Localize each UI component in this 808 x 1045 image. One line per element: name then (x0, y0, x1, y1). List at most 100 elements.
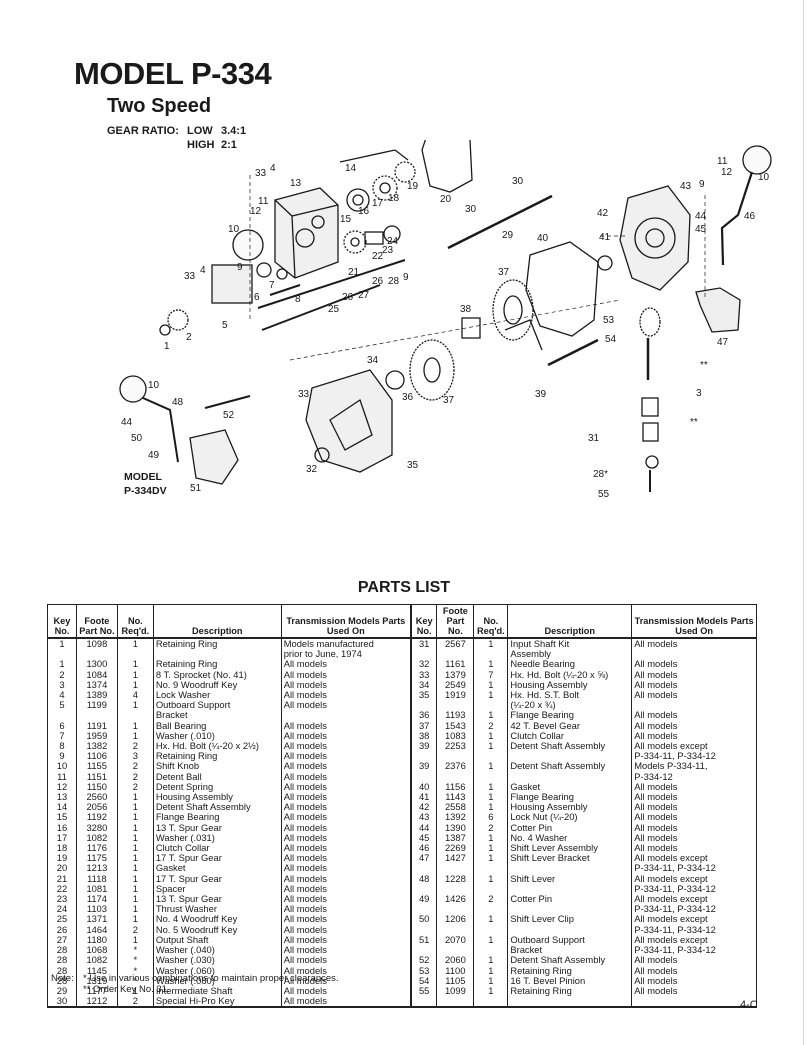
description-cell: Housing Assembly (507, 679, 633, 691)
gear-ratio-block: GEAR RATIO: LOW 3.4:1 HIGH 2:1 (107, 124, 246, 152)
key-cell: 2 (47, 669, 77, 680)
description-cell: Spacer (152, 883, 282, 895)
callout: 11 (717, 156, 728, 167)
inset-p334dv-drawing (119, 375, 251, 485)
key-cell: 17 (47, 832, 77, 844)
models-cell: All models (280, 802, 412, 813)
description-cell: Flange Bearing (507, 710, 633, 721)
part-no-cell: 1084 (75, 669, 118, 680)
callout: 1 (164, 341, 170, 352)
key-cell: 6 (47, 720, 77, 731)
callout: 37 (498, 267, 510, 278)
models-cell: P-334-12 (631, 771, 757, 782)
req-cell: 1 (116, 822, 154, 833)
key-cell: 48 (409, 873, 438, 884)
description-cell (507, 863, 633, 874)
part-no-cell (436, 700, 475, 711)
description-cell: Ball Bearing (152, 720, 282, 731)
callout: 20 (440, 194, 452, 205)
models-cell: All models (280, 659, 412, 670)
req-cell: 6 (473, 812, 509, 823)
models-cell: All models (280, 832, 412, 844)
models-cell (631, 700, 757, 711)
description-cell: Input Shaft Kit (507, 638, 633, 650)
models-cell: All models (631, 965, 757, 976)
key-cell: 54 (409, 975, 438, 986)
callout: 32 (306, 464, 318, 475)
req-cell: 1 (473, 975, 509, 986)
part-no-cell: 1175 (75, 853, 118, 864)
part-no-cell: 2560 (75, 792, 118, 803)
part-no-cell: 1427 (436, 853, 475, 864)
key-cell (409, 945, 438, 956)
callout: 35 (407, 460, 419, 471)
key-cell: 11 (47, 771, 77, 782)
key-cell: 7 (47, 730, 77, 742)
req-cell (473, 771, 509, 782)
req-cell: 1 (116, 894, 154, 905)
gear-high-label: HIGH (187, 139, 215, 151)
description-cell: Housing Assembly (152, 792, 282, 803)
models-cell: All models except (631, 741, 757, 752)
header-foote: Foote Part No. (75, 604, 118, 639)
header-models: Transmission Models Parts Used On (631, 604, 757, 639)
models-cell (631, 996, 757, 1009)
req-cell: 1 (473, 965, 509, 976)
req-cell (473, 996, 509, 1009)
description-cell: Detent Ball (152, 771, 282, 782)
callout: 37 (443, 395, 455, 406)
part-no-cell: 1228 (436, 873, 475, 884)
description-cell: Detent Shaft Assembly (507, 955, 633, 966)
description-cell: Shift Lever Assembly (507, 843, 633, 854)
callout: 10 (228, 224, 240, 235)
part-no-cell: 1371 (75, 914, 118, 925)
page-subtitle: Two Speed (107, 95, 212, 117)
key-cell: 46 (409, 843, 438, 854)
description-cell: Gasket (152, 863, 282, 874)
req-cell (473, 904, 509, 915)
part-no-cell: 1374 (75, 679, 118, 691)
part-no-cell: 1464 (75, 924, 118, 935)
key-cell: 28 (47, 945, 77, 956)
models-cell: All models (280, 690, 412, 701)
models-cell: All models (280, 679, 412, 691)
part-no-cell: 1082 (75, 955, 118, 966)
callout: 17 (372, 198, 384, 209)
part-no-cell: 1118 (75, 873, 118, 884)
req-cell: * (116, 975, 154, 986)
models-cell: All models (631, 843, 757, 854)
req-cell: 1 (473, 802, 509, 813)
models-cell: All models (631, 802, 757, 813)
callout: 10 (758, 172, 770, 183)
key-cell (409, 863, 438, 874)
models-cell: All models (631, 730, 757, 742)
models-cell (631, 649, 757, 660)
callout: 9 (403, 272, 409, 283)
description-cell: (¼-20 x ¾) (507, 700, 633, 711)
header-key: Key No. (47, 604, 77, 639)
req-cell: 4 (116, 690, 154, 701)
key-cell (409, 649, 438, 660)
models-cell: All models (631, 690, 757, 701)
callout: 22 (372, 251, 384, 262)
callout: 26 (342, 292, 354, 303)
models-cell: All models (631, 832, 757, 844)
req-cell: 7 (473, 669, 509, 680)
callout: 47 (717, 337, 729, 348)
description-cell: No. 5 Woodruff Key (152, 924, 282, 935)
table-header-row: Key No. Foote Part No. No. Req'd. Descri… (47, 604, 757, 639)
notes-label: Note: (51, 973, 74, 984)
part-no-cell (436, 945, 475, 956)
models-cell: All models (631, 659, 757, 670)
part-no-cell (436, 649, 475, 660)
key-cell (409, 924, 438, 935)
part-no-cell: 1206 (436, 914, 475, 925)
description-cell (507, 996, 633, 1009)
